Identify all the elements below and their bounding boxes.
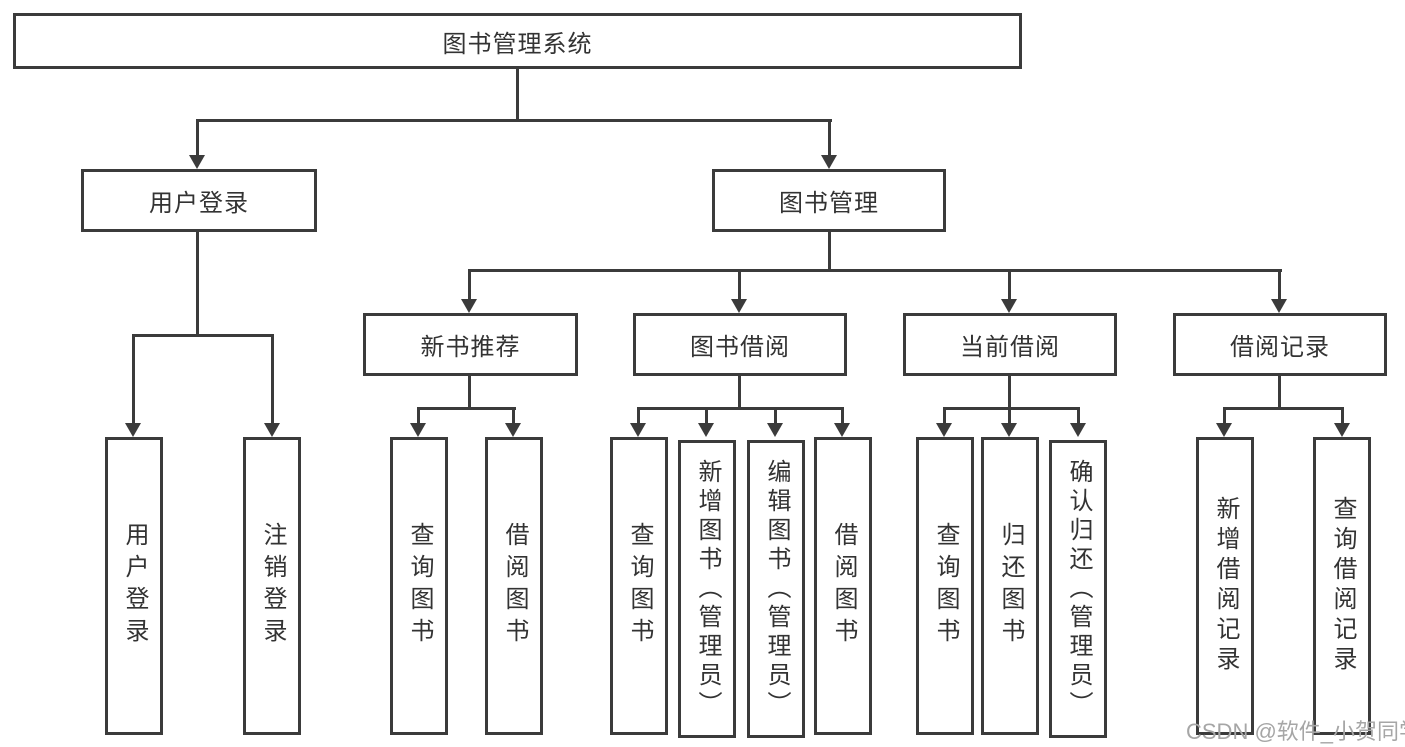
arrow-down-icon: [1334, 423, 1350, 437]
connector-hline: [943, 407, 1080, 410]
arrow-down-icon: [630, 423, 646, 437]
connector-drop: [841, 407, 844, 424]
arrow-down-icon: [125, 423, 141, 437]
node-book-management: 图书管理: [712, 169, 946, 232]
connector-stem: [468, 376, 471, 409]
node-logout-leaf: 注销登录: [243, 437, 301, 735]
node-label: 查询图书: [406, 522, 433, 650]
connector-drop: [1008, 269, 1011, 301]
arrow-down-icon: [264, 423, 280, 437]
connector-drop: [705, 407, 708, 424]
arrow-down-icon: [189, 155, 205, 169]
connector-drop: [1341, 407, 1344, 424]
node-query-borrow-record: 查询借阅记录: [1313, 437, 1371, 735]
connector-user-login-hline: [132, 334, 274, 337]
connector-stem: [1278, 376, 1281, 409]
node-label: 查询图书: [626, 522, 653, 650]
node-add-borrow-record: 新增借阅记录: [1196, 437, 1254, 735]
arrow-down-icon: [1271, 299, 1287, 313]
node-book-borrow: 图书借阅: [633, 313, 847, 376]
node-query-books-borrow: 查询图书: [610, 437, 668, 735]
node-new-book-recommend: 新书推荐: [363, 313, 578, 376]
connector-root-stem: [516, 69, 519, 122]
connector-drop: [774, 407, 777, 424]
arrow-down-icon: [821, 155, 837, 169]
node-borrow-books-leaf: 借阅图书: [814, 437, 872, 735]
node-confirm-return-admin: 确认归还（管理员）: [1049, 440, 1107, 738]
node-label: 查询借阅记录: [1329, 496, 1356, 676]
arrow-down-icon: [731, 299, 747, 313]
node-edit-book-admin: 编辑图书（管理员）: [747, 440, 805, 738]
node-user-login: 用户登录: [81, 169, 317, 232]
node-borrow-records: 借阅记录: [1173, 313, 1387, 376]
node-label: 归还图书: [997, 522, 1024, 650]
node-label: 确认归还（管理员）: [1065, 458, 1092, 720]
connector-stem: [1008, 376, 1011, 409]
node-label: 新书推荐: [420, 334, 521, 361]
arrow-down-icon: [698, 423, 714, 437]
node-label: 用户登录: [121, 522, 148, 650]
node-label: 借阅记录: [1230, 334, 1330, 361]
arrow-down-icon: [461, 299, 477, 313]
arrow-down-icon: [1001, 423, 1017, 437]
connector-drop: [468, 269, 471, 301]
node-label: 新增图书（管理员）: [694, 458, 721, 720]
node-label: 新增借阅记录: [1212, 496, 1239, 676]
connector-level2-drop-right: [828, 119, 831, 156]
node-label: 图书借阅: [690, 334, 790, 361]
node-root-label: 图书管理系统: [442, 30, 593, 58]
node-current-borrow: 当前借阅: [903, 313, 1117, 376]
node-root: 图书管理系统: [13, 13, 1022, 69]
arrow-down-icon: [834, 423, 850, 437]
connector-book-mgmt-stem: [828, 232, 831, 272]
node-return-books: 归还图书: [981, 437, 1039, 735]
node-query-books-recommend: 查询图书: [390, 437, 448, 735]
connector-drop: [1077, 407, 1080, 424]
node-label: 注销登录: [259, 522, 286, 650]
connector-drop: [271, 334, 274, 423]
connector-drop: [1223, 407, 1226, 424]
connector-drop: [943, 407, 946, 424]
connector-level2-hline: [196, 119, 832, 122]
csdn-watermark: CSDN @软件_小贺同学: [1186, 719, 1405, 744]
node-borrow-books-recommend: 借阅图书: [485, 437, 543, 735]
node-query-books-current: 查询图书: [916, 437, 974, 735]
arrow-down-icon: [1216, 423, 1232, 437]
connector-level3-hline: [468, 269, 1282, 272]
arrow-down-icon: [1001, 299, 1017, 313]
node-label: 编辑图书（管理员）: [763, 458, 790, 720]
connector-hline: [1223, 407, 1344, 410]
connector-drop: [738, 269, 741, 301]
connector-drop: [1278, 269, 1281, 301]
arrow-down-icon: [1070, 423, 1086, 437]
connector-drop: [512, 407, 515, 424]
connector-stem: [738, 376, 741, 409]
node-label: 借阅图书: [501, 522, 528, 650]
connector-hline: [417, 407, 516, 410]
connector-user-login-stem: [196, 232, 199, 337]
connector-drop: [637, 407, 640, 424]
connector-hline: [637, 407, 844, 410]
node-label: 借阅图书: [830, 522, 857, 650]
node-label: 查询图书: [932, 522, 959, 650]
connector-drop: [1008, 407, 1011, 424]
connector-level2-drop-left: [196, 119, 199, 156]
node-user-login-leaf: 用户登录: [105, 437, 163, 735]
node-label: 用户登录: [149, 190, 249, 217]
connector-drop: [132, 334, 135, 423]
arrow-down-icon: [936, 423, 952, 437]
node-add-book-admin: 新增图书（管理员）: [678, 440, 736, 738]
arrow-down-icon: [410, 423, 426, 437]
arrow-down-icon: [505, 423, 521, 437]
node-label: 图书管理: [779, 190, 879, 217]
connector-drop: [417, 407, 420, 424]
arrow-down-icon: [767, 423, 783, 437]
node-label: 当前借阅: [960, 334, 1060, 361]
